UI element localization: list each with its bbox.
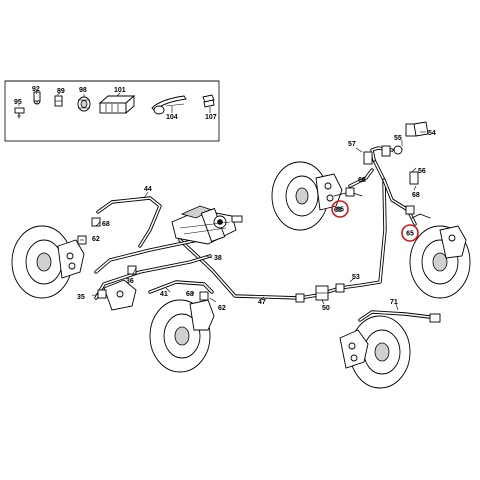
line-clip-block-icon [98,95,136,114]
part-label-36: 36 [126,278,134,285]
brake-pipes [94,146,440,322]
leader-lines [80,131,426,311]
highlight-ring-65-right [401,224,419,242]
legend-label-101: 101 [114,87,126,94]
highlight-label-65-top: 65 [336,207,344,214]
legend-label-107: 107 [205,114,217,121]
legend-label-89: 89 [57,88,65,95]
part-label-41: 41 [160,291,168,298]
legend-label-92: 92 [32,86,40,93]
highlight-label-65-right: 65 [406,231,414,238]
bleeder-screw-icon [14,107,25,119]
right-brake-disc [409,225,471,299]
part-label-50: 50 [322,305,330,312]
cable-tie-icon [151,95,187,115]
bleeder-valve-icon [33,91,63,107]
part-label-57: 57 [348,141,356,148]
fittings [77,121,441,323]
front-right-brake-disc [271,161,343,231]
part-label-68-lower: 68 [186,291,194,298]
part-label-68-right-lower: 68 [412,192,420,199]
part-label-44: 44 [144,186,152,193]
part-label-35: 35 [77,294,85,301]
part-label-53: 53 [352,274,360,281]
front-left-brake-disc [11,225,85,299]
highlight-ring-65-top [331,200,349,218]
spring-clip-icon [202,94,215,108]
part-label-62-left: 62 [92,236,100,243]
part-label-65-top: 65 [334,207,342,214]
part-label-68-right: 68 [358,177,366,184]
part-label-56: 56 [418,168,426,175]
part-labels: 44 68 62 36 38 35 41 68 62 47 65 57 68 5… [77,130,436,312]
master-cylinder [171,205,243,245]
part-label-54: 54 [428,130,436,137]
part-label-38: 38 [214,255,222,262]
legend-label-104: 104 [166,114,178,121]
highlighted-parts: 65 65 [331,200,419,242]
grommet-icon [77,96,91,112]
part-label-62-lower: 62 [218,305,226,312]
part-label-71: 71 [390,299,398,306]
legend-label-98: 98 [79,87,87,94]
part-label-55: 55 [394,135,402,142]
legend-label-95: 95 [14,99,22,106]
rear-left-brake-disc [103,279,215,373]
small-parts-legend: 92 89 95 98 101 104 107 [4,80,220,142]
part-label-68-left: 68 [102,221,110,228]
part-label-47: 47 [258,299,266,306]
rear-right-brake-disc [339,315,411,389]
